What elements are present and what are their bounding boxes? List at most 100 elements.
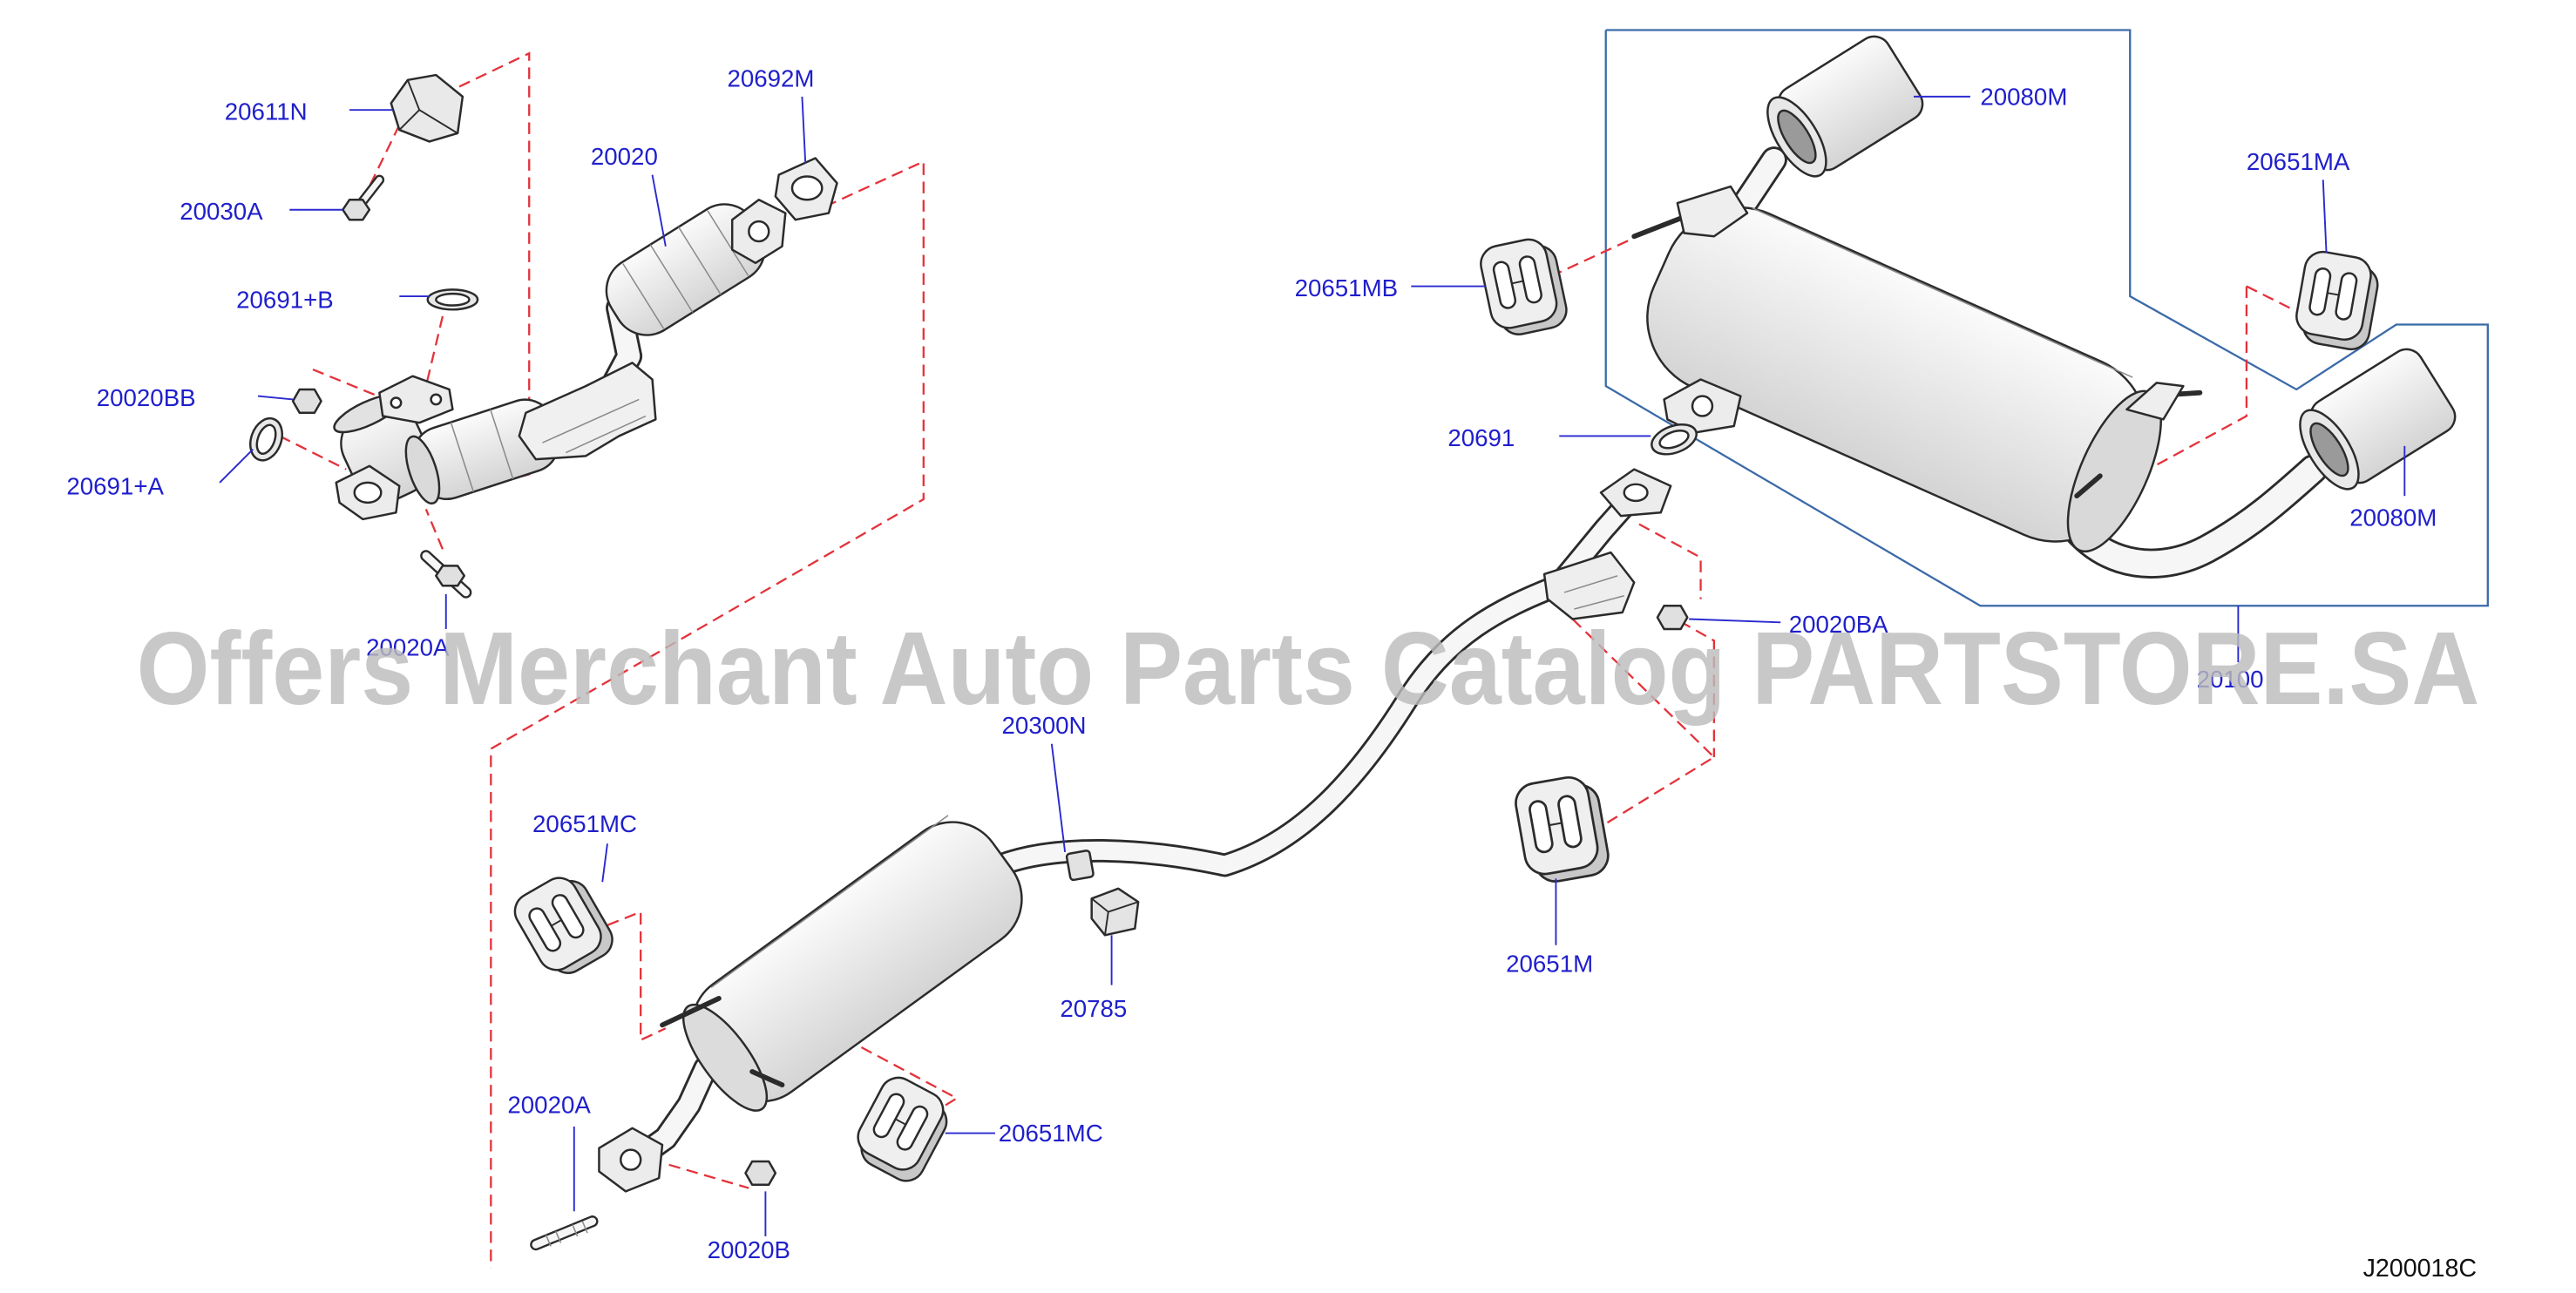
manifold-flange [378, 375, 454, 424]
stud-hex [435, 565, 466, 587]
hanger-rod [749, 1069, 785, 1088]
muffler-end-cap [681, 1003, 769, 1112]
flange-bolt-hole [390, 396, 403, 410]
callout-20651mc-left[interactable]: 20651MC [532, 810, 637, 837]
callout-20020a-lower[interactable]: 20020A [507, 1092, 591, 1119]
stud-thread [545, 1221, 588, 1247]
heat-shield-bracket [518, 362, 657, 461]
flange-port [748, 220, 770, 243]
callout-20785[interactable]: 20785 [1060, 995, 1127, 1022]
ring-gasket-20691-a [249, 416, 284, 462]
nut-20020bb [291, 388, 322, 414]
flange-port [1691, 395, 1714, 417]
block-edge [1091, 897, 1139, 936]
diagram-code: J200018C [2363, 1255, 2478, 1283]
pre-muffler-body [681, 815, 1023, 1112]
rubber-hanger-20651mc-left [507, 865, 620, 985]
bolt-head [342, 199, 371, 221]
hanger-rod [2074, 473, 2103, 499]
leader-line [1689, 618, 1781, 624]
phantom-line [424, 509, 444, 550]
callout-20691-b[interactable]: 20691+B [236, 286, 334, 313]
phantom-line [1638, 523, 1702, 599]
callout-20611n[interactable]: 20611N [225, 98, 308, 125]
stud-bolt-20020a-lower [530, 1215, 599, 1251]
rubber-hanger-20651m [1511, 771, 1613, 888]
phantom-line [2246, 285, 2294, 311]
phantom-line [1571, 618, 1716, 830]
callout-20080m-upper[interactable]: 20080M [1980, 83, 2067, 110]
center-pipe [598, 468, 1672, 1193]
callout-20651mc-right[interactable]: 20651MC [999, 1120, 1103, 1147]
tail-tip-20080m-upper [1766, 35, 1924, 178]
stud-shaft-core [532, 1217, 597, 1249]
callout-20020bb[interactable]: 20020BB [97, 384, 196, 411]
bracket-fold [398, 79, 458, 134]
rubber-hanger-20651mc-right [846, 1070, 959, 1188]
callout-20030a[interactable]: 20030A [180, 198, 263, 225]
rubber-hanger-20651mb [1476, 233, 1571, 341]
assembly-outline-20100 [1604, 29, 2489, 607]
callout-20020b[interactable]: 20020B [708, 1236, 790, 1263]
tail-tip-20080m-lower [2299, 348, 2457, 491]
pipe-core [982, 490, 1640, 878]
converter-ridges [622, 210, 749, 329]
callout-20651m[interactable]: 20651M [1506, 950, 1593, 977]
phantom-line [490, 159, 925, 1269]
callout-20300n[interactable]: 20300N [1002, 712, 1087, 739]
leader-lines [219, 95, 2406, 1236]
phantom-line [668, 1163, 749, 1189]
block-body [1090, 887, 1140, 937]
converter-end [404, 435, 441, 504]
callout-20020ba[interactable]: 20020BA [1789, 611, 1888, 638]
leader-line [801, 96, 807, 164]
bolt-20030a [342, 174, 385, 221]
bracket-ribs [1563, 575, 1624, 610]
watermark-text: Offers Merchant Auto Parts Catalog PARTS… [137, 612, 2480, 727]
hanger-bracket [1676, 185, 1749, 238]
hanger-rod [660, 996, 722, 1028]
flange-bolt-hole [430, 393, 443, 406]
tip-opening [2309, 422, 2349, 477]
ring-inner [435, 292, 471, 307]
ring-gasket-20691-b [426, 288, 479, 311]
leader-line [257, 395, 294, 401]
ring-gasket-20691 [1651, 423, 1698, 456]
callout-20692m[interactable]: 20692M [727, 64, 814, 91]
leader-line [601, 843, 608, 883]
muffler-seam [710, 815, 949, 989]
rubber-hanger-20651ma [2291, 247, 2383, 354]
center-bracket [1542, 551, 1636, 620]
gasket-20692m [774, 157, 838, 221]
callout-20020[interactable]: 20020 [591, 143, 658, 170]
pipe-clip [1065, 850, 1095, 882]
nut-20020ba [1656, 604, 1689, 631]
phantom-line [424, 315, 444, 387]
phantom-line [590, 910, 667, 1042]
phantom-line [368, 124, 401, 187]
muffler-seam [1752, 207, 2133, 378]
ring-inner [1658, 430, 1690, 450]
flange-port [1623, 483, 1649, 503]
callout-20100[interactable]: 20100 [2197, 666, 2264, 693]
tip-opening [1777, 109, 1817, 165]
callout-20651mb[interactable]: 20651MB [1295, 274, 1398, 301]
converter-ridges [450, 409, 514, 492]
flange-port [353, 481, 383, 504]
heat-shield-bracket-20611n [390, 73, 464, 143]
leader-line [651, 174, 667, 247]
ring-inner [255, 423, 277, 455]
callout-20651ma[interactable]: 20651MA [2247, 148, 2350, 175]
callout-20691-a[interactable]: 20691+A [66, 472, 164, 499]
callout-20080m-lower[interactable]: 20080M [2349, 504, 2437, 531]
callout-20691[interactable]: 20691 [1447, 424, 1515, 451]
leader-line [2322, 179, 2328, 254]
stud-bolt-20020a-upper [420, 550, 472, 599]
phantom-line [1550, 235, 1638, 278]
rear-muffler-assembly [1631, 146, 2329, 579]
hanger-bracket [2125, 382, 2185, 421]
callout-20020a-upper[interactable]: 20020A [366, 634, 450, 661]
flange-port [620, 1148, 642, 1171]
phantom-line [312, 368, 387, 401]
